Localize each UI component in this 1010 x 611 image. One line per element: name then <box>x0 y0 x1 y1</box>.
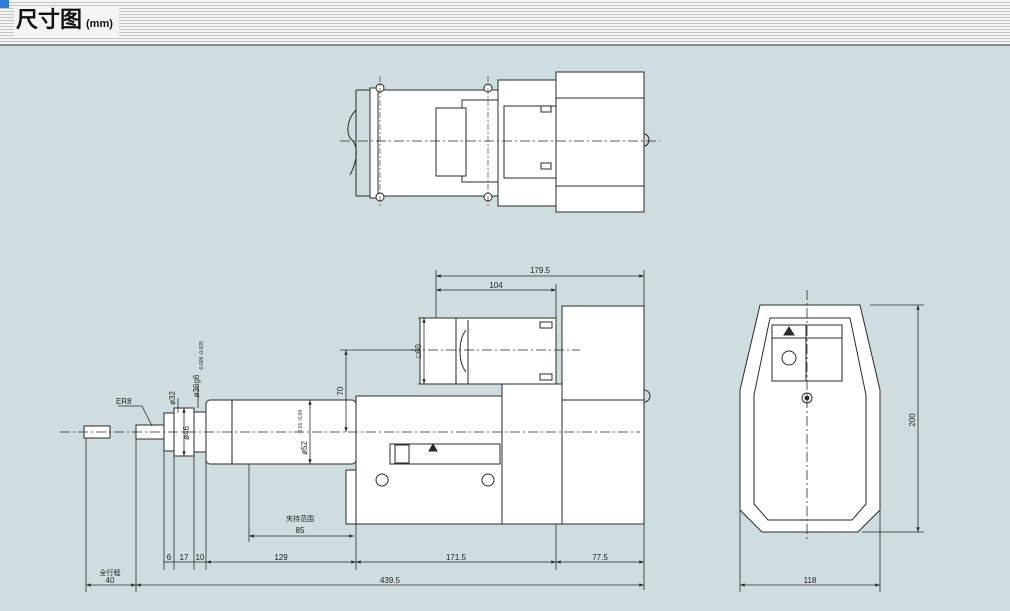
dim-85: 85 <box>296 526 305 535</box>
servo-motor-body <box>455 317 557 385</box>
dim-129: 129 <box>274 553 288 562</box>
stroke-label: 全行程 <box>100 568 121 577</box>
header-accent-mark <box>0 0 9 8</box>
dim-70: 70 <box>336 386 345 395</box>
screw-icon <box>481 473 495 487</box>
bolt-icon <box>540 105 552 113</box>
bolt-icon <box>540 162 552 170</box>
top-view-motor-stub <box>347 89 371 197</box>
dim-200: 200 <box>908 413 917 427</box>
dim-phi32: ø32 <box>168 391 177 405</box>
warning-icon <box>783 326 795 336</box>
top-view-slide-block <box>435 107 467 177</box>
section-unit: (mm) <box>86 18 113 30</box>
dim-179-5: 179.5 <box>530 266 551 275</box>
dim-phi36g6: ø36g6 <box>192 374 201 397</box>
front-view <box>739 290 881 540</box>
warning-icon-box <box>394 444 410 464</box>
section-title: 尺寸图(mm) <box>14 6 119 36</box>
top-view <box>340 71 660 213</box>
dim-77-5: 77.5 <box>592 553 608 562</box>
dimension-drawing: 179.5 104 □60 70 ø32 ø36g6 -0.009 -0.025… <box>60 71 924 592</box>
dim-171-5: 171.5 <box>446 553 467 562</box>
bolt-icon <box>539 321 553 329</box>
dim-439-5: 439.5 <box>380 576 401 585</box>
housing-lower <box>345 469 357 525</box>
warning-icon <box>428 442 438 452</box>
top-view-gearbox <box>555 71 645 213</box>
collet-label: ER8 <box>116 397 132 406</box>
section-title-text: 尺寸图 <box>16 8 83 33</box>
gearbox-tall <box>561 305 645 525</box>
dim-6: 6 <box>167 553 172 562</box>
screw-icon <box>375 473 389 487</box>
hand-hazard-icon <box>781 350 797 366</box>
dim-phi52: ø52 <box>300 441 309 455</box>
top-view-left-flange <box>369 87 379 199</box>
dim-10: 10 <box>196 553 205 562</box>
bolt-icon <box>539 373 553 381</box>
section-header: 尺寸图(mm) <box>0 0 1010 46</box>
dim-17: 17 <box>180 553 189 562</box>
dimension-lines <box>85 270 924 592</box>
dimension-labels: 179.5 104 □60 70 ø32 ø36g6 -0.009 -0.025… <box>100 266 918 585</box>
dim-phi46: ø46 <box>182 426 191 440</box>
dim-40: 40 <box>106 576 115 585</box>
dim-104: 104 <box>489 281 503 290</box>
dim-118: 118 <box>804 576 817 585</box>
clamp-range-label: 夹持范围 <box>286 514 314 523</box>
dim-phi36-tolerance: -0.009 -0.025 <box>199 341 205 371</box>
header-rule <box>0 44 1010 46</box>
gearbox-body <box>501 383 563 525</box>
dim-phi52-tolerance: -0.01 -0.04 <box>298 410 304 434</box>
dim-sq60: □60 <box>414 344 423 358</box>
side-label-plate <box>389 443 501 465</box>
side-view <box>60 305 651 525</box>
